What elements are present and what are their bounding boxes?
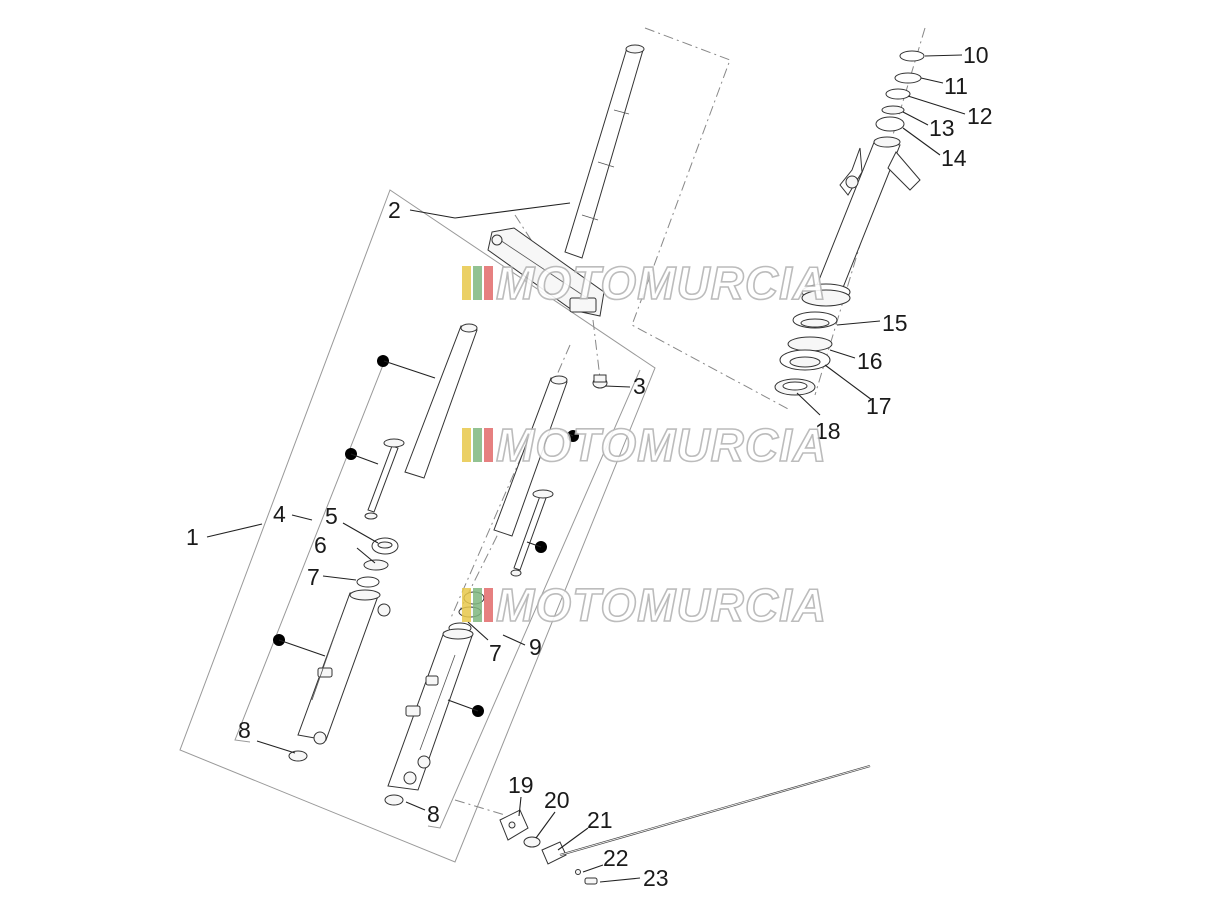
callout-11: 11 — [944, 73, 968, 99]
watermark-stripe-2 — [473, 588, 482, 622]
callout-1: 1 — [186, 524, 199, 550]
callout-10: 10 — [963, 42, 989, 68]
callout-5: 5 — [325, 503, 338, 529]
group-frames — [179, 189, 656, 863]
callout-13: 13 — [929, 115, 955, 141]
steering-tube — [487, 44, 645, 317]
watermark-stripe-1 — [462, 266, 471, 300]
callout-6: 6 — [314, 532, 327, 558]
callout-20: 20 — [544, 787, 570, 813]
bolt-3 — [592, 374, 608, 389]
watermark-stripe-2 — [473, 428, 482, 462]
watermark-bottom: MOTOMURCIA — [462, 578, 827, 632]
watermark-middle: MOTOMURCIA — [462, 418, 827, 472]
callout-2: 2 — [388, 197, 401, 223]
callout-7-right: 7 — [489, 640, 502, 666]
callout-22: 22 — [603, 845, 629, 871]
callout-16: 16 — [857, 348, 883, 374]
callout-7-left: 7 — [307, 564, 320, 590]
watermark-stripe-3 — [484, 428, 493, 462]
headset-parts — [774, 50, 925, 396]
callout-23: 23 — [643, 865, 669, 891]
watermark-text: MOTOMURCIA — [496, 419, 827, 471]
callout-8-right: 8 — [427, 801, 440, 827]
callout-8-left: 8 — [238, 717, 251, 743]
watermark-stripe-1 — [462, 588, 471, 622]
watermark-stripe-3 — [484, 588, 493, 622]
callout-18: 18 — [815, 418, 841, 444]
watermark-stripe-2 — [473, 266, 482, 300]
callout-numbers: 1 2 3 4 5 6 7 7 8 8 9 10 11 12 13 14 15 … — [186, 42, 993, 891]
callout-21: 21 — [587, 807, 613, 833]
left-fork-leg — [288, 323, 478, 762]
callout-19: 19 — [508, 772, 534, 798]
watermark-text: MOTOMURCIA — [496, 579, 827, 631]
callout-4: 4 — [273, 501, 286, 527]
callout-12: 12 — [967, 103, 993, 129]
callout-9: 9 — [529, 634, 542, 660]
watermark-top: MOTOMURCIA — [462, 256, 827, 310]
watermark-stripe-3 — [484, 266, 493, 300]
callout-14: 14 — [941, 145, 967, 171]
watermark-stripe-1 — [462, 428, 471, 462]
watermark-text: MOTOMURCIA — [496, 257, 827, 309]
callout-17: 17 — [866, 393, 892, 419]
leader-lines — [206, 54, 966, 883]
callout-3: 3 — [633, 373, 646, 399]
speedometer-drive-parts — [499, 764, 871, 885]
callout-15: 15 — [882, 310, 908, 336]
